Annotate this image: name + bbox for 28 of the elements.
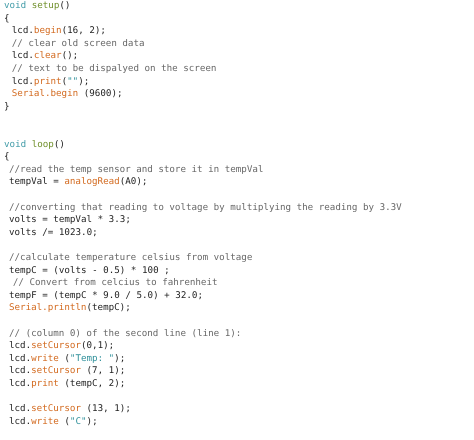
code-line: tempF = (tempC * 9.0 / 5.0) + 32.0; (8, 290, 203, 301)
code-line: tempVal = analogRead(A0); (8, 176, 148, 188)
code-comment: //read the temp sensor and store it in tempVal (8, 164, 264, 175)
code-line: volts = tempVal * 3.3; (8, 214, 131, 226)
code-line: lcd.clear(); (12, 50, 78, 62)
code-comment: //converting that reading to voltage by multiplying the reading by 3.3V (8, 202, 402, 213)
code-line: Serial.println(tempC); (8, 302, 131, 314)
code-line: lcd.print(""); (12, 76, 90, 87)
code-comment: // clear old screen data (12, 38, 145, 49)
code-comment: // (column 0) of the second line (line 1): (8, 328, 242, 339)
code-line: } (4, 100, 10, 112)
code-line: lcd.setCursor(0,1); (8, 340, 114, 352)
function-signature: void loop() (4, 138, 65, 150)
code-line: lcd.begin(16, 2); (12, 25, 106, 36)
code-line: lcd.setCursor (13, 1); (8, 403, 131, 414)
code-line: { (4, 12, 10, 24)
function-signature: void setup() (4, 0, 70, 11)
code-comment: // text to be dispalyed on the screen (12, 63, 216, 74)
code-line: lcd.setCursor (7, 1); (8, 365, 126, 376)
code-line: Serial.begin (9600); (12, 88, 123, 100)
code-comment: //calculate temperature celsius from voltage (8, 252, 252, 263)
code-line: lcd.write ("Temp: "); (8, 352, 126, 364)
code-line: lcd.print (tempC, 2); (8, 378, 126, 389)
code-comment: // Convert from celcius to fahrenheit (12, 277, 218, 288)
code-line: tempC = (volts - 0.5) * 100 ; (8, 264, 170, 276)
code-line: lcd.write ("C"); (8, 416, 98, 427)
code-line: volts /= 1023.0; (8, 226, 98, 238)
code-line: { (4, 151, 10, 162)
